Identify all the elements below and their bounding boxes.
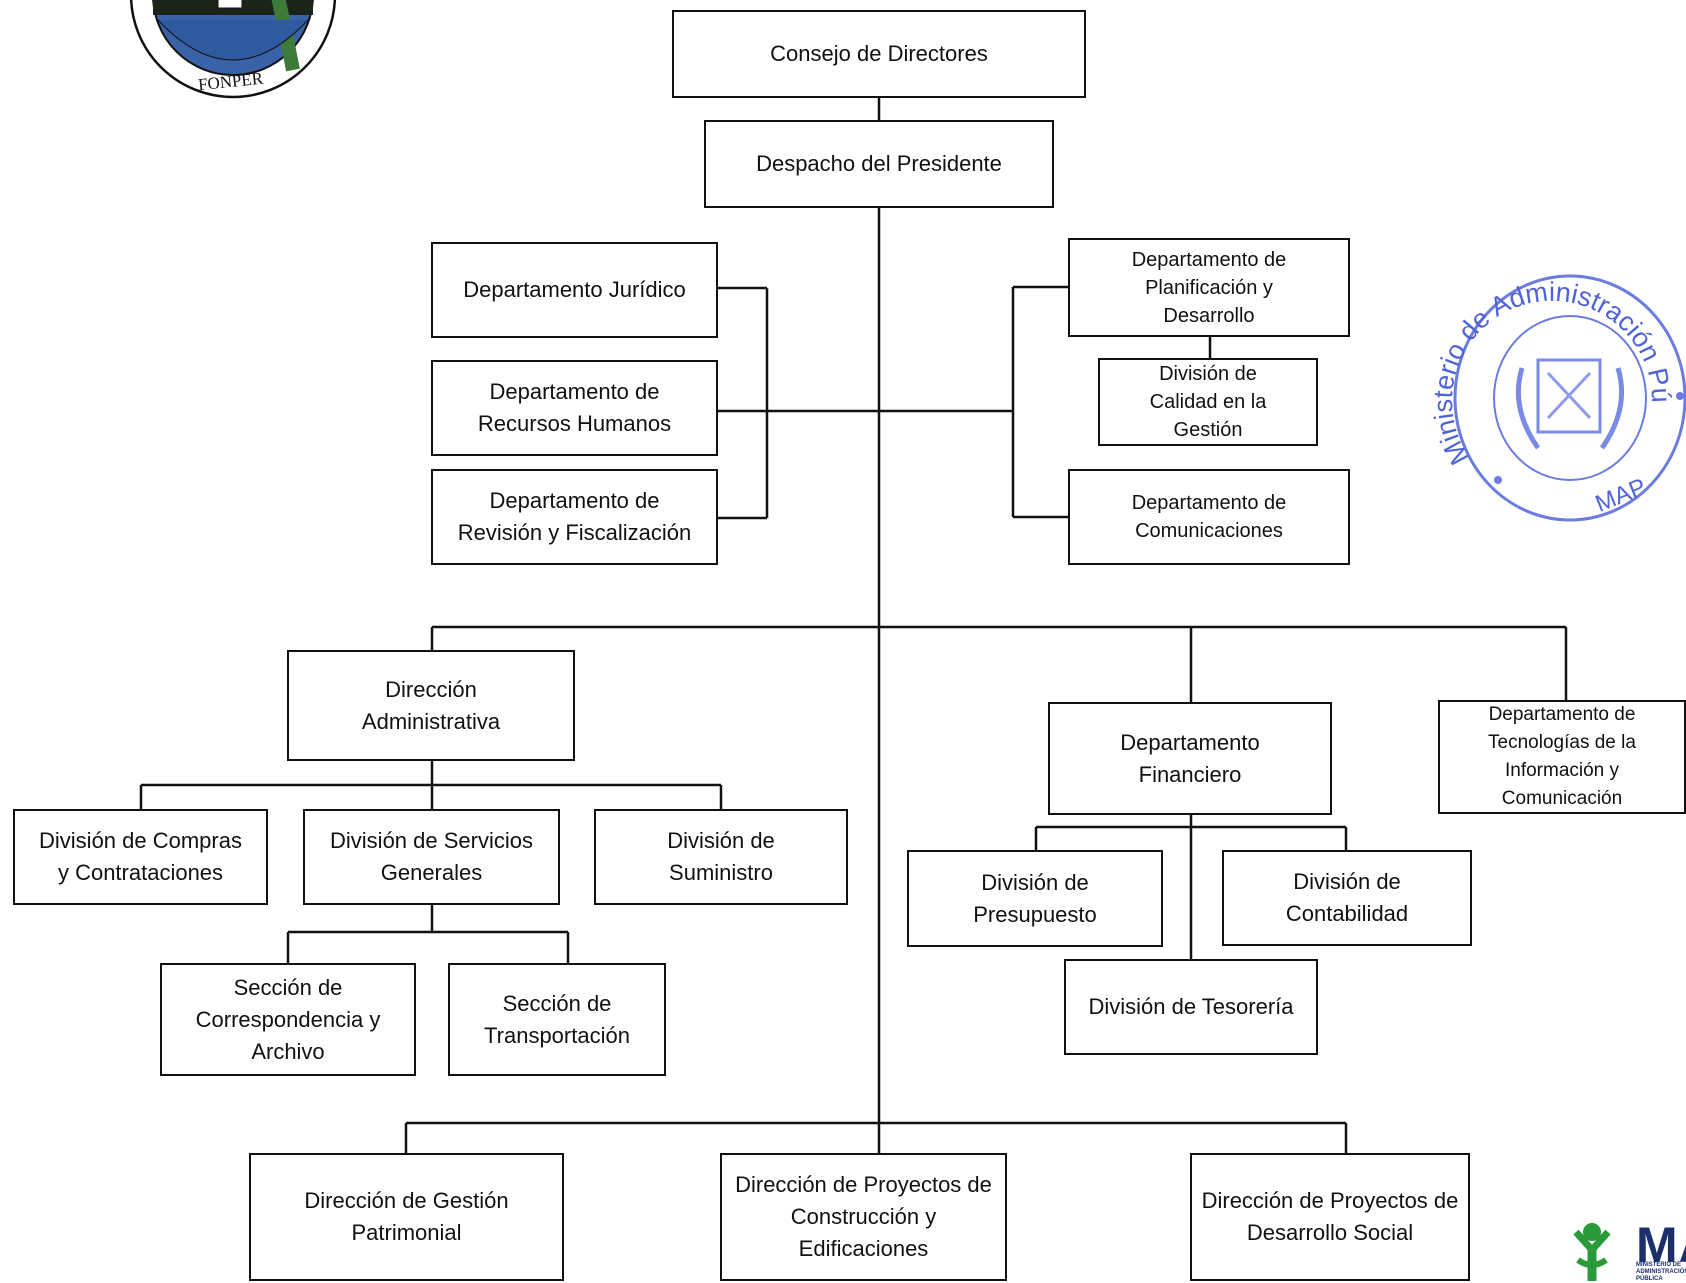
fonper-logo: [129, 0, 337, 99]
node-departamento-financiero: Departamento Financiero: [1048, 702, 1332, 815]
node-recursos-humanos: Departamento de Recursos Humanos: [431, 360, 718, 456]
node-proyectos-desarrollo-social: Dirección de Proyectos de Desarrollo Soc…: [1190, 1153, 1470, 1281]
ministerio-stamp: Ministerio de Administración Pública: [1430, 258, 1686, 522]
node-transportacion: Sección de Transportación: [448, 963, 666, 1076]
node-suministro: División de Suministro: [594, 809, 848, 905]
stamp-arc-text: Ministerio de Administración Pública: [1430, 258, 1676, 470]
map-brand-logo: [1573, 1223, 1611, 1281]
node-correspondencia-archivo: Sección de Correspondencia y Archivo: [160, 963, 416, 1076]
node-presupuesto: División de Presupuesto: [907, 850, 1163, 947]
node-servicios-generales: División de Servicios Generales: [303, 809, 560, 905]
node-gestion-patrimonial: Dirección de Gestión Patrimonial: [249, 1153, 564, 1281]
node-tesoreria: División de Tesorería: [1064, 959, 1318, 1055]
map-brand-subtext: MINISTERIO DE ADMINISTRACIÓN PÚBLICA: [1636, 1262, 1686, 1282]
node-calidad-gestion: División de Calidad en la Gestión: [1098, 358, 1318, 446]
node-comunicaciones: Departamento de Comunicaciones: [1068, 469, 1350, 565]
node-contabilidad: División de Contabilidad: [1222, 850, 1472, 946]
node-compras-contrataciones: División de Compras y Contrataciones: [13, 809, 268, 905]
node-consejo-de-directores: Consejo de Directores: [672, 10, 1086, 98]
node-tecnologias-informacion: Departamento de Tecnologías de la Inform…: [1438, 700, 1686, 814]
node-planificacion-desarrollo: Departamento de Planificación y Desarrol…: [1068, 238, 1350, 337]
node-proyectos-construccion: Dirección de Proyectos de Construcción y…: [720, 1153, 1007, 1281]
node-departamento-juridico: Departamento Jurídico: [431, 242, 718, 338]
node-despacho-del-presidente: Despacho del Presidente: [704, 120, 1054, 208]
node-direccion-administrativa: Dirección Administrativa: [287, 650, 575, 761]
map-brand-text: MA: [1636, 1217, 1686, 1273]
node-revision-fiscalizacion: Departamento de Revisión y Fiscalización: [431, 469, 718, 565]
